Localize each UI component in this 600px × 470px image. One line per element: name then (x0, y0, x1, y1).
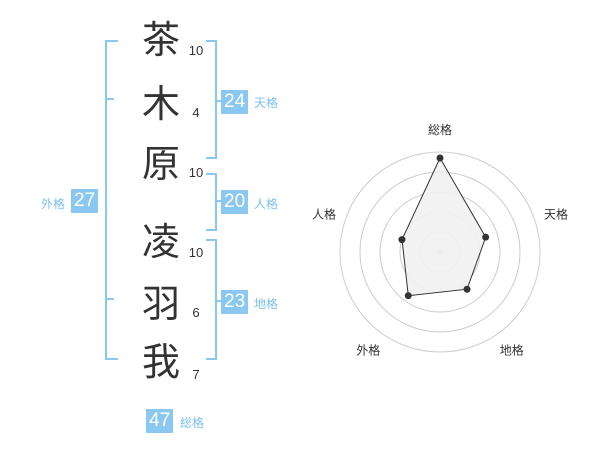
soukaku-value-badge: 47 (146, 409, 174, 433)
radar-point-4 (404, 292, 412, 300)
radar-axis-label-5: 人格 (312, 206, 336, 221)
radar-axis-label-1: 総格 (428, 122, 452, 137)
name-char-4: 凌 (141, 220, 180, 264)
stroke-count-5: 6 (192, 305, 200, 320)
chikaku-value-badge: 23 (221, 290, 249, 314)
radar-point-5 (398, 236, 406, 244)
name-char-3: 原 (141, 142, 180, 186)
radar-point-1 (436, 154, 444, 162)
name-char-2: 木 (141, 82, 180, 126)
tenkaku-label: 天格 (254, 96, 279, 110)
name-char-5: 羽 (141, 282, 180, 326)
jinkaku-label: 人格 (254, 197, 279, 211)
stroke-count-4: 10 (188, 245, 204, 260)
radar-grid-ring (339, 151, 541, 353)
stroke-count-6: 7 (192, 367, 200, 382)
radar-point-2 (482, 233, 490, 241)
chikaku-label: 地格 (254, 297, 279, 311)
radar-points (398, 154, 490, 300)
radar-axis-label-3: 地格 (500, 343, 524, 358)
name-char-1: 茶 (141, 18, 180, 62)
soukaku-label: 総格 (180, 416, 205, 430)
radar-point-3 (463, 285, 471, 293)
gaikaku-value-badge: 27 (71, 189, 99, 213)
radar-data-polygon (401, 156, 487, 297)
jinkaku-value-badge: 20 (221, 190, 249, 214)
stroke-count-2: 4 (192, 105, 200, 120)
stroke-count-3: 10 (188, 165, 204, 180)
radar-axis-label-2: 天格 (544, 206, 568, 221)
name-char-6: 我 (141, 340, 180, 384)
gaikaku-label: 外格 (41, 197, 66, 211)
radar-axis-label-4: 外格 (356, 343, 380, 358)
tenkaku-value-badge: 24 (221, 90, 249, 114)
stroke-count-1: 10 (188, 43, 204, 58)
